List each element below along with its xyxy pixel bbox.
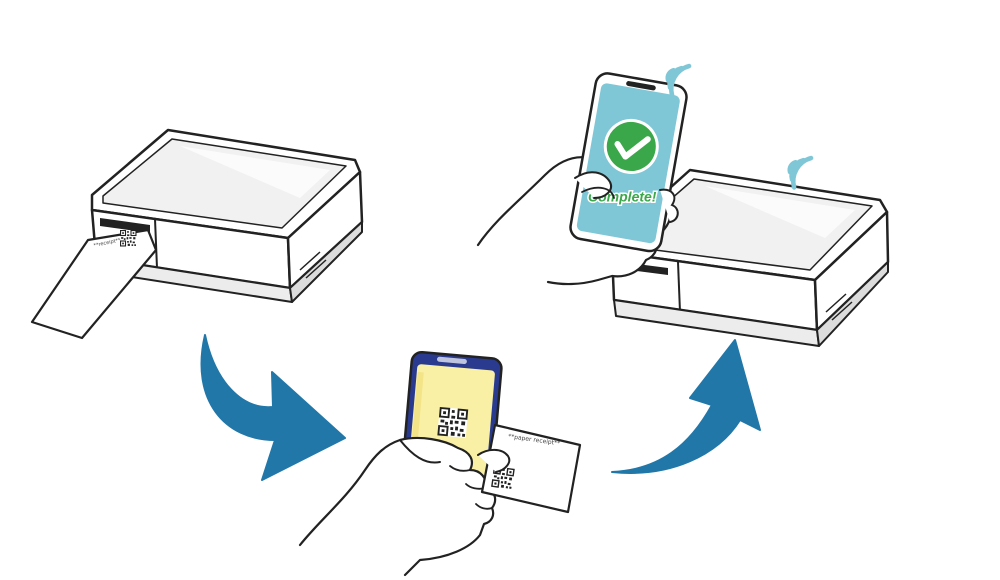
paper-receipt-card: **paper receipt** — [477, 423, 582, 514]
receipt-slip-text: **receipt** — [93, 237, 122, 249]
receipt-slip: **receipt** — [30, 228, 158, 340]
phone-scan — [298, 350, 503, 577]
qr-code-icon — [436, 406, 470, 439]
check-icon — [614, 136, 651, 160]
phone-confirm: Complete! — [476, 72, 688, 286]
curved-arrow-icon — [611, 339, 761, 474]
curved-arrow-icon — [200, 334, 346, 481]
wifi-signal-icon — [788, 158, 817, 187]
printer-left — [90, 128, 364, 303]
qr-code-icon — [119, 229, 138, 248]
